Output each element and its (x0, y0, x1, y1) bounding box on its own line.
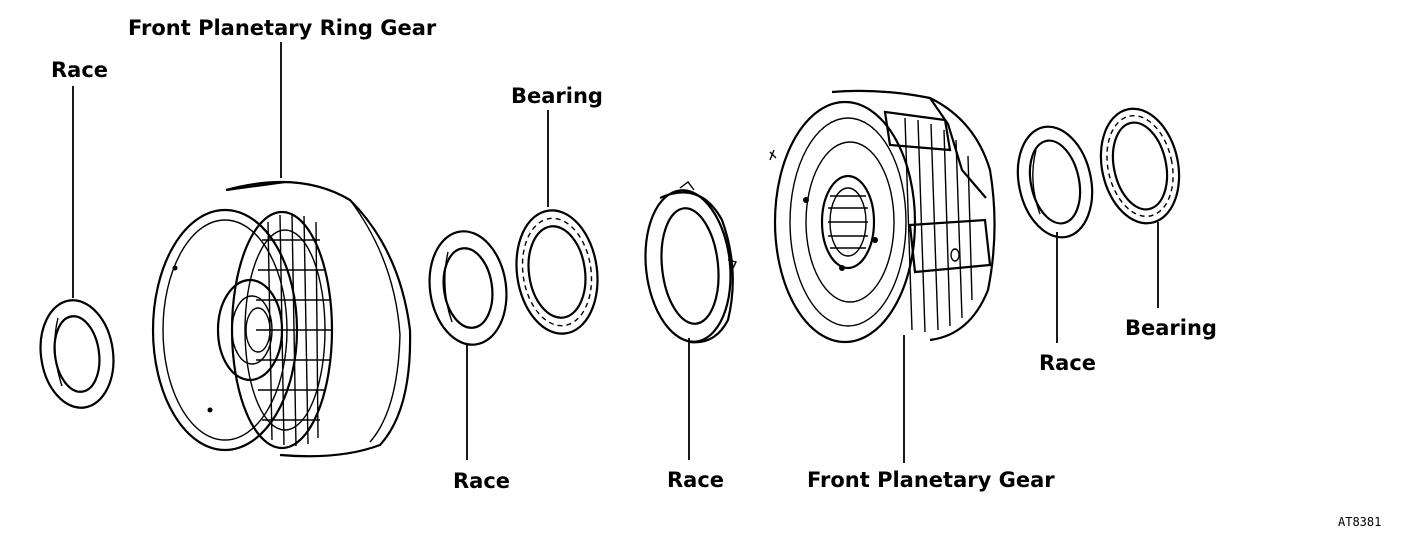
label-race-mid2: Race (667, 468, 725, 492)
race-mid2-part (644, 181, 738, 344)
planetary-gear-part (769, 89, 996, 344)
label-race-right: Race (1039, 351, 1097, 375)
figure-id: AT8381 (1338, 515, 1382, 529)
label-planetary-gear: Front Planetary Gear (807, 468, 1055, 492)
label-bearing-top: Bearing (511, 84, 603, 108)
label-race-mid1: Race (453, 469, 511, 493)
label-race-left: Race (51, 58, 109, 82)
label-bearing-right: Bearing (1125, 316, 1217, 340)
race-mid1-part (428, 230, 508, 346)
bearing-right-part (1099, 107, 1181, 225)
bearing-top-part (515, 209, 599, 335)
race-right-part (1016, 125, 1094, 239)
label-ring-gear: Front Planetary Ring Gear (128, 16, 437, 40)
ring-gear-part (151, 180, 412, 458)
race-left-part (39, 299, 115, 409)
